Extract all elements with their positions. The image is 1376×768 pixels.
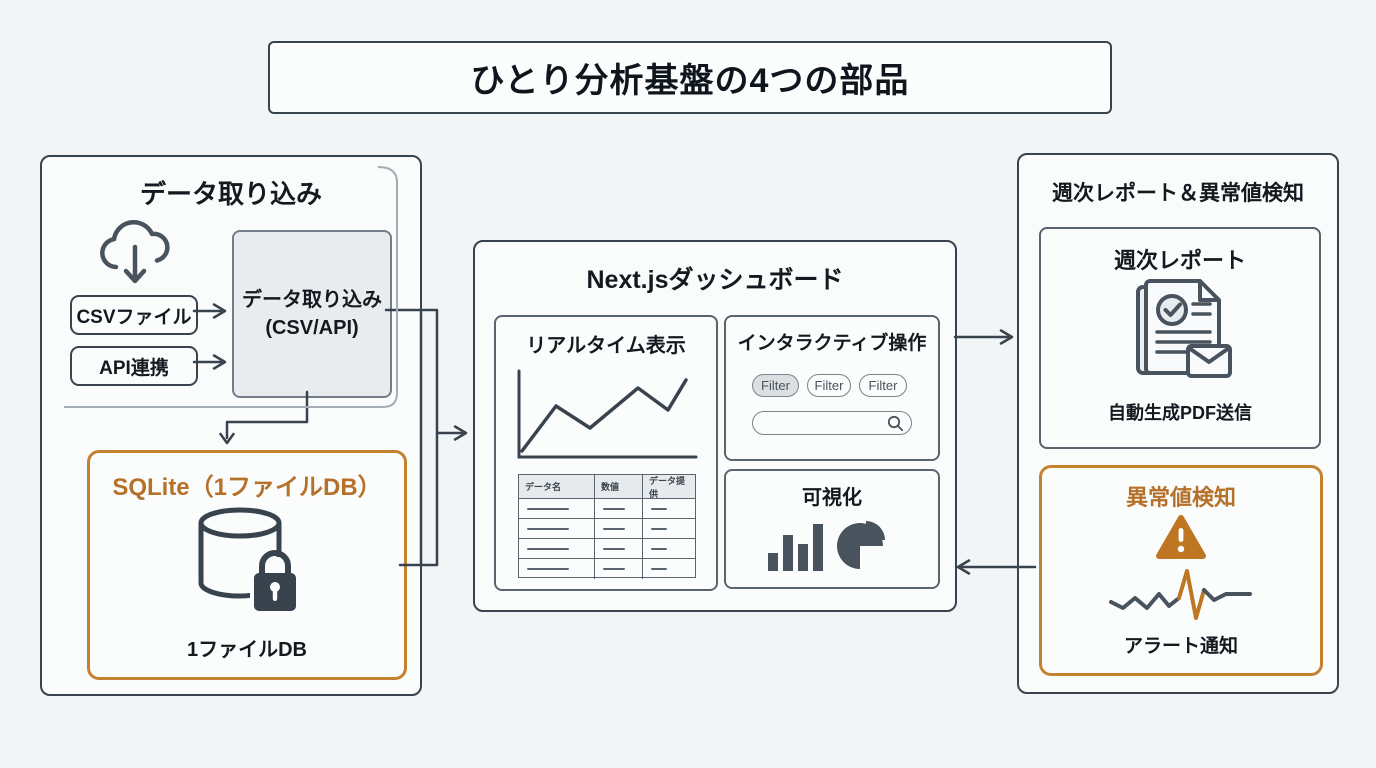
table-cell (519, 519, 595, 538)
database-lock-icon (198, 507, 302, 617)
panel-report-anomaly: 週次レポート＆異常値検知 週次レポート 自動生成PDF送信 異常値検知 (1017, 153, 1339, 694)
table-row (519, 519, 695, 539)
table-cell (519, 539, 595, 558)
search-field[interactable] (752, 411, 912, 435)
mini-table-header: データ名 (519, 475, 595, 498)
warning-triangle-icon (1156, 515, 1206, 559)
table-cell (519, 499, 595, 518)
csv-file-label: CSVファイル (76, 306, 192, 328)
ingest-process-line1: データ取り込み (242, 289, 382, 311)
mini-table-header: データ提供 (649, 475, 686, 499)
table-cell (595, 519, 643, 538)
visualization-title: 可視化 (802, 487, 862, 509)
diagram-title-box: ひとり分析基盤の4つの部品 (268, 41, 1112, 114)
table-cell (643, 559, 692, 579)
cloud-download-icon (100, 220, 170, 284)
weekly-report-label: 自動生成PDF送信 (1108, 403, 1252, 423)
anomaly-label: アラート通知 (1123, 636, 1238, 657)
search-icon (887, 415, 904, 431)
report-document-icon (1136, 279, 1232, 378)
table-cell (595, 539, 643, 558)
pie-chart-icon (837, 521, 885, 569)
anomaly-title: 異常値検知 (1125, 485, 1236, 510)
diagram-title: ひとり分析基盤の4つの部品 (470, 62, 910, 100)
mini-table-header-row: データ名 数値 データ提供 (519, 475, 695, 499)
table-cell (643, 539, 692, 558)
sqlite-node: SQLite（1ファイルDB） 1ファイルDB (87, 450, 407, 680)
ingest-process-node: データ取り込み (CSV/API) (232, 230, 392, 398)
filter-button[interactable]: Filter (859, 374, 907, 397)
table-row (519, 539, 695, 559)
filter-button[interactable]: Filter (807, 374, 851, 397)
ingest-process-line2: (CSV/API) (265, 317, 359, 339)
sqlite-title: SQLite（1ファイルDB） (112, 474, 382, 501)
line-chart-icon (517, 369, 698, 459)
dashboard-panel-header: Next.jsダッシュボード (586, 266, 844, 294)
mini-table-header: 数値 (595, 475, 643, 498)
anomaly-spike-icon (1109, 569, 1252, 620)
mini-table-body (519, 499, 695, 579)
report-panel-header: 週次レポート＆異常値検知 (1052, 182, 1304, 205)
api-link-node: API連携 (70, 346, 198, 386)
api-link-label: API連携 (99, 357, 169, 379)
realtime-title: リアルタイム表示 (526, 335, 686, 357)
table-cell (519, 559, 595, 579)
csv-file-node: CSVファイル (70, 295, 198, 335)
table-row (519, 559, 695, 579)
mini-table: データ名 数値 データ提供 (518, 474, 696, 579)
panel-dashboard: Next.jsダッシュボード リアルタイム表示 データ名 数値 データ提供 イン… (473, 240, 957, 612)
bar-chart-icon (768, 524, 823, 571)
filter-button[interactable]: Filter (752, 374, 799, 397)
weekly-report-box: 週次レポート 自動生成PDF送信 (1039, 227, 1321, 449)
search-input[interactable] (753, 414, 887, 432)
panel-data-ingest: データ取り込み CSVファイル API連携 データ取り込み (CSV/API) … (40, 155, 422, 696)
interactive-box: インタラクティブ操作 Filter Filter Filter (724, 315, 940, 461)
table-cell (643, 519, 692, 538)
interactive-title: インタラクティブ操作 (737, 333, 927, 354)
table-cell (595, 499, 643, 518)
table-cell (643, 499, 692, 518)
filter-pill-row: Filter Filter Filter (752, 374, 907, 397)
table-row (519, 499, 695, 519)
table-cell (595, 559, 643, 579)
sqlite-label: 1ファイルDB (186, 639, 307, 661)
ingest-panel-header: データ取り込み (139, 179, 322, 209)
realtime-box: リアルタイム表示 データ名 数値 データ提供 (494, 315, 718, 591)
weekly-report-title: 週次レポート (1113, 248, 1246, 273)
anomaly-box: 異常値検知 アラート通知 (1039, 465, 1323, 676)
visualization-box: 可視化 (724, 469, 940, 589)
